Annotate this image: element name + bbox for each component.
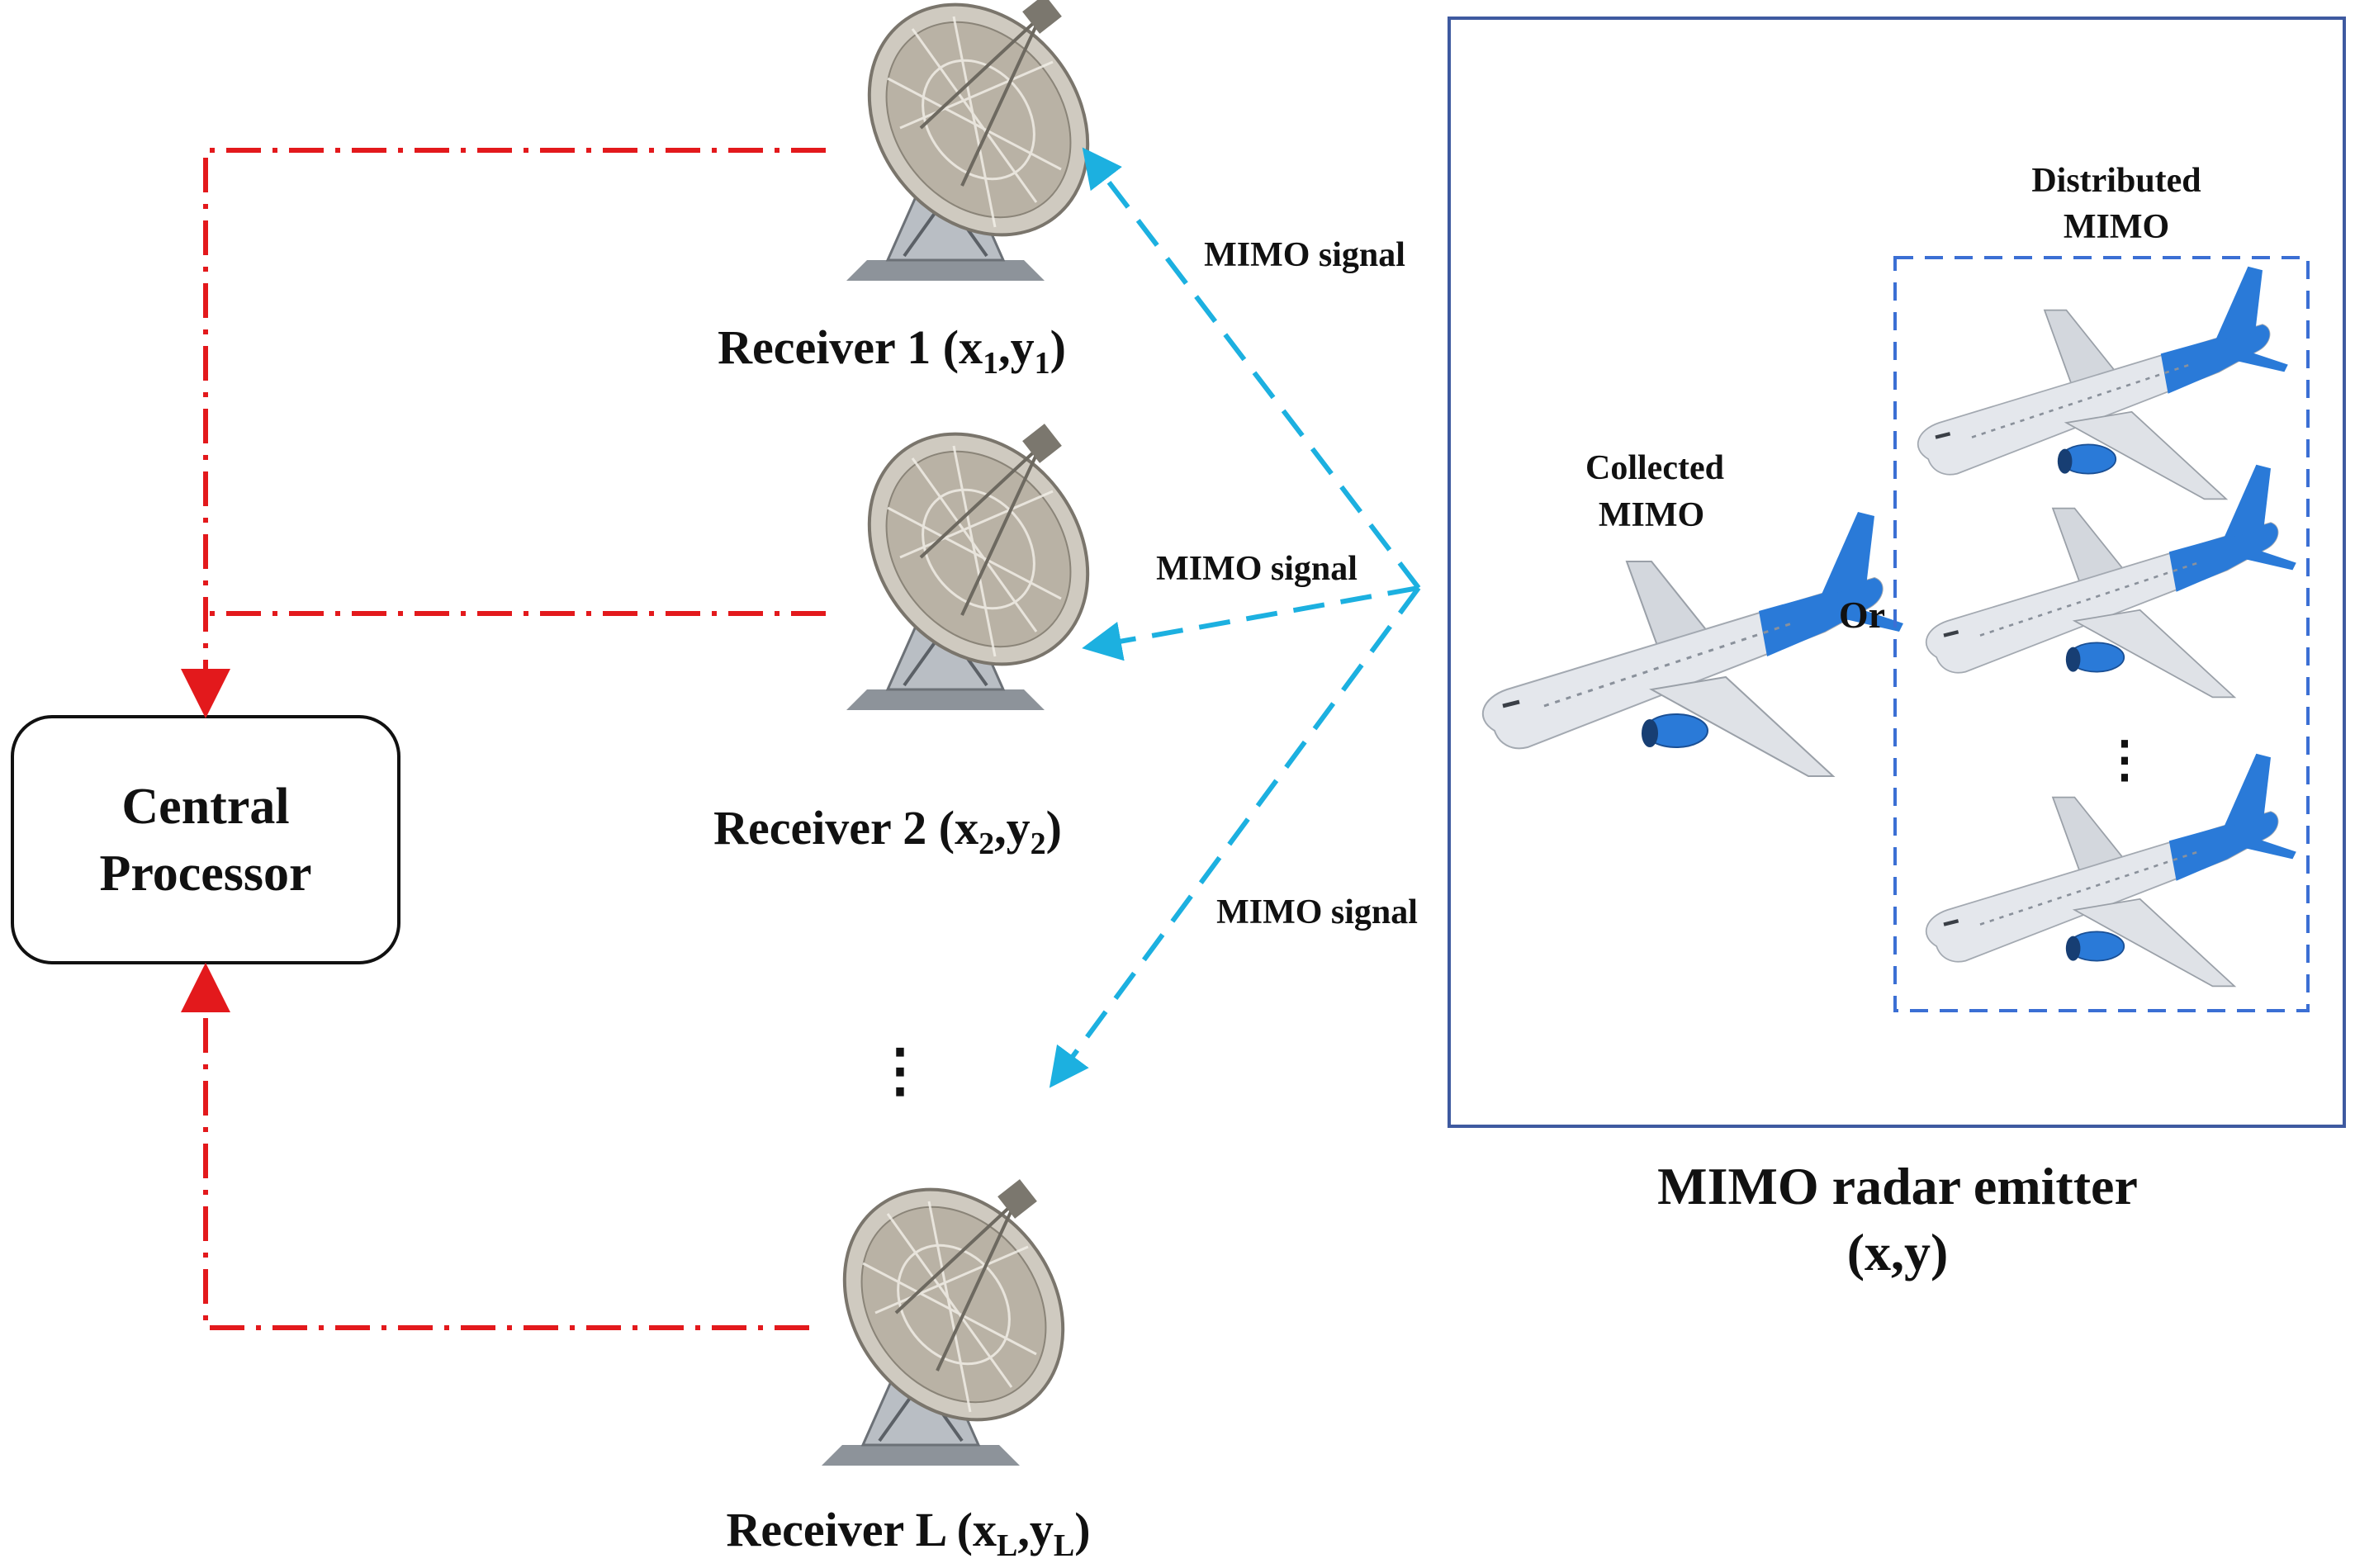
emitter-frame [1448,17,2346,1128]
signal-label-1: MIMO signal [1204,236,1405,274]
distributed-label-line1: Distributed [2031,162,2201,200]
central-processor-box [11,715,400,964]
emitter-coords: (x,y) [1847,1223,1949,1281]
link-receiver-1 [181,148,826,718]
distributed-label-line2: MIMO [2064,208,2169,246]
receiver-1-label: Receiver 1 (x1,y1) [718,320,1066,381]
central-processor-label-line2: Processor [99,846,311,902]
distributed-ellipsis: ⋮ [2100,732,2149,787]
distributed-plane-2-icon [1926,465,2296,698]
receiver-l-label: Receiver L (xL,yL) [726,1503,1090,1563]
receiver-2-dish-icon [822,388,1135,712]
collected-plane-icon [1483,512,1903,776]
distributed-plane-1-icon [1918,267,2288,500]
emitter-title: MIMO radar emitter [1657,1157,2138,1215]
distributed-plane-3-icon [1926,754,2296,987]
receiver-2-label: Receiver 2 (x2,y2) [713,801,1062,861]
collected-label-line2: MIMO [1599,496,1704,534]
link-receiver-l [181,963,809,1330]
signal-arrow-2 [1082,585,1419,661]
receiver-1-dish-icon [822,0,1135,282]
signal-arrow-3 [1049,586,1421,1088]
or-label: Or [1839,594,1885,636]
signal-label-3: MIMO signal [1216,893,1418,931]
signal-label-2: MIMO signal [1156,550,1358,588]
signal-arrow-1 [1082,147,1421,590]
receiver-l-dish-icon [798,1144,1110,1467]
receiver-ellipsis: ⋮ [871,1040,929,1103]
distributed-dashed-box [1893,256,2310,1012]
central-processor-label-line1: Central [121,779,289,835]
collected-label-line1: Collected [1585,449,1724,487]
